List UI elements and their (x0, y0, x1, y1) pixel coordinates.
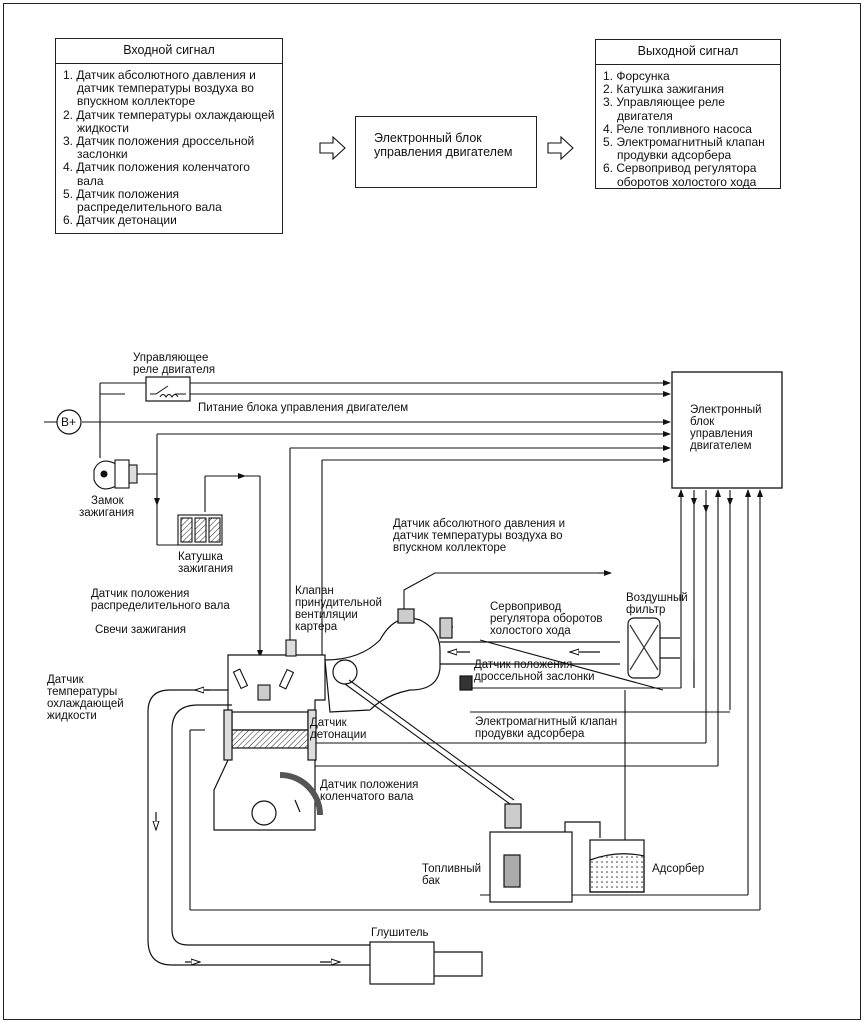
input-item: 2. Датчик температуры охлаждающей жидкос… (63, 107, 275, 135)
engine-block (213, 654, 326, 831)
spark-plugs (232, 639, 297, 701)
flow-arrow-out (547, 135, 574, 161)
fuel-line (344, 679, 515, 805)
ect-label-1: Датчик (47, 674, 84, 686)
ignition-lock-label-2: зажигания (79, 507, 135, 519)
canister (589, 839, 645, 893)
wiring (82, 380, 763, 911)
engine-relay (145, 376, 191, 402)
tps-label-1: Датчик положения (474, 659, 573, 671)
output-signal-title: Выходной сигнал (596, 40, 780, 65)
ecu-box (671, 371, 783, 489)
iac-label-3: холостого хода (490, 625, 571, 637)
outer-frame (3, 3, 861, 1020)
input-item: 1. Датчик абсолютного давления и датчик … (63, 68, 256, 109)
coil-label-1: Катушка (178, 551, 223, 563)
ignition-lock-label-1: Замок (91, 495, 124, 507)
output-item: 6. Сервопривод регулятора оборотов холос… (603, 161, 757, 189)
output-item: 3. Управляющее реле двигателя (603, 95, 725, 123)
b-plus-label: B+ (61, 415, 77, 429)
fuel-tank-label-1: Топливный (422, 863, 482, 875)
knock-label-2: детонации (310, 729, 367, 741)
relay-label-2: реле двигателя (133, 364, 216, 376)
output-signal-list: 1. Форсунка 2. Катушка зажигания 3. Упра… (596, 65, 780, 193)
pcv-label-1: Клапан (295, 585, 334, 597)
ignition-lock (93, 459, 157, 490)
relay-label-1: Управляющее (133, 352, 209, 364)
fuel-tank-label-2: бак (422, 875, 440, 887)
input-signal-list: 1. Датчик абсолютного давления и датчик … (56, 64, 282, 231)
output-item: 5. Электромагнитный клапан продувки адсо… (603, 135, 765, 163)
ecu-label-2: блок (690, 416, 715, 428)
iac-label-1: Сервопривод (490, 601, 562, 613)
canister-label: Адсорбер (652, 863, 705, 875)
iac-label-2: регулятора оборотов (490, 613, 603, 625)
spark-plugs-label: Свечи зажигания (95, 624, 187, 636)
input-signal-title: Входной сигнал (56, 39, 282, 64)
ecu-top-line1: Электронный блок (374, 131, 482, 145)
input-item: 6. Датчик детонации (63, 213, 177, 228)
knock-label-1: Датчик (310, 717, 347, 729)
battery-terminal (44, 409, 82, 435)
output-item: 4. Реле топливного насоса (603, 121, 752, 136)
intake-manifold (324, 608, 680, 713)
coil-label-2: зажигания (178, 563, 234, 575)
ecu-label-1: Электронный (690, 404, 762, 416)
ect-label-4: жидкости (47, 710, 97, 722)
ect-label-3: охлаждающей (47, 698, 124, 710)
input-item: 5. Датчик положения распределительного в… (63, 186, 222, 215)
ecu-top-box: Электронный блок управления двигателем (355, 116, 537, 188)
ecu-top-line2: управления двигателем (374, 145, 513, 159)
output-item: 1. Форсунка (603, 69, 670, 83)
output-signal-box: Выходной сигнал 1. Форсунка 2. Катушка з… (595, 39, 781, 189)
input-signal-box: Входной сигнал 1. Датчик абсолютного дав… (55, 38, 283, 234)
ecu-label-4: двигателем (690, 440, 752, 452)
purge-label-1: Электромагнитный клапан (475, 716, 618, 728)
fuel-tank (489, 803, 601, 903)
pcv-label-4: картера (295, 621, 338, 633)
ecu-label-3: управления (690, 428, 753, 440)
input-item: 4. Датчик положения коленчатого вала (63, 160, 250, 188)
flow-arrow-in (319, 135, 346, 161)
ckp-label-1: Датчик положения (320, 779, 419, 791)
air-filter-label-2: фильтр (626, 604, 666, 616)
ect-label-2: температуры (47, 686, 118, 698)
exhaust-system (147, 690, 483, 985)
ecu-power-label: Питание блока управления двигателем (198, 402, 409, 414)
output-item: 2. Катушка зажигания (603, 82, 725, 97)
muffler-label: Глушитель (371, 927, 429, 939)
map-label-2: датчик температуры воздуха во (393, 530, 563, 542)
input-item: 3. Датчик положения дроссельной заслонки (63, 134, 255, 162)
ignition-coils (177, 514, 223, 546)
cam-label-2: распределительного вала (91, 600, 230, 612)
purge-label-2: продувки адсорбера (475, 728, 585, 740)
map-label-3: впускном коллекторе (393, 542, 507, 554)
pcv-label-3: вентиляции (295, 609, 358, 621)
map-label-1: Датчик абсолютного давления и (393, 518, 566, 530)
tps-label-2: дроссельной заслонки (474, 671, 595, 683)
cam-label-1: Датчик положения (91, 588, 190, 600)
pcv-label-2: принудительной (295, 597, 382, 609)
air-filter-label-1: Воздушный (626, 592, 688, 604)
ckp-label-2: коленчатого вала (320, 791, 414, 803)
